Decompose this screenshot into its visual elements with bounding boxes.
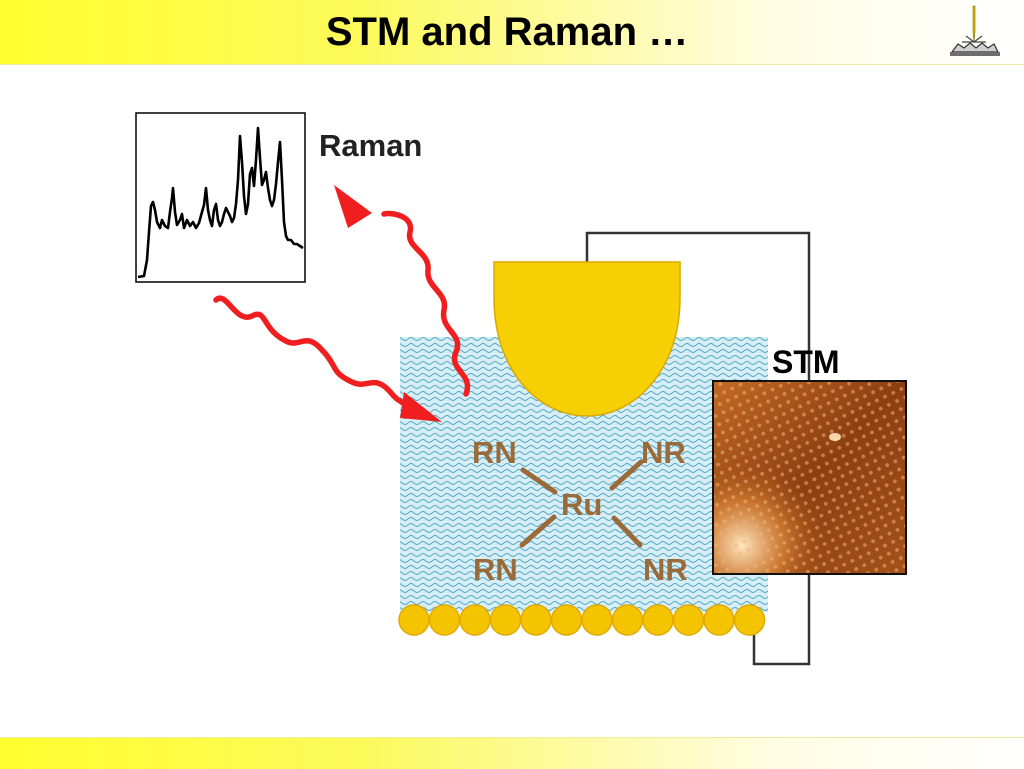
footer-bar: [0, 737, 1024, 769]
substrate-atom: [581, 604, 613, 636]
substrate-atom: [550, 604, 583, 636]
ru-complex: [519, 459, 644, 548]
stm-tip-logo-icon: [950, 5, 1000, 56]
substrate-atom: [672, 604, 705, 636]
stm-tip: [493, 261, 681, 417]
scattered-photon: [381, 210, 471, 397]
substrate-atom: [520, 604, 552, 636]
substrate-atom: [398, 604, 430, 636]
ligand-top-left: RN: [472, 435, 517, 470]
stm-image: [712, 380, 907, 575]
ru-center-label: Ru: [561, 487, 602, 522]
substrate-atom: [428, 604, 461, 636]
stm-label: STM: [772, 344, 840, 380]
substrate-atom: [703, 604, 735, 636]
ligand-bottom-left: RN: [473, 552, 518, 587]
substrate-atom: [459, 604, 491, 636]
raman-spectrum: [135, 112, 306, 283]
ligand-top-right: NR: [641, 435, 686, 470]
slide-title: STM and Raman …: [325, 10, 689, 54]
photon-arrows: [213, 185, 471, 422]
substrate-atom: [611, 604, 644, 636]
ligand-bottom-right: NR: [643, 552, 688, 587]
substrate-atom: [489, 604, 522, 636]
raman-label: Raman: [319, 128, 422, 163]
substrate-atom: [733, 604, 766, 636]
raman-spectrum-trace: [137, 126, 304, 279]
incident-photon: [213, 295, 427, 415]
substrate-atom: [642, 604, 674, 636]
gold-substrate: [398, 604, 766, 636]
header-bar: [0, 0, 1024, 65]
